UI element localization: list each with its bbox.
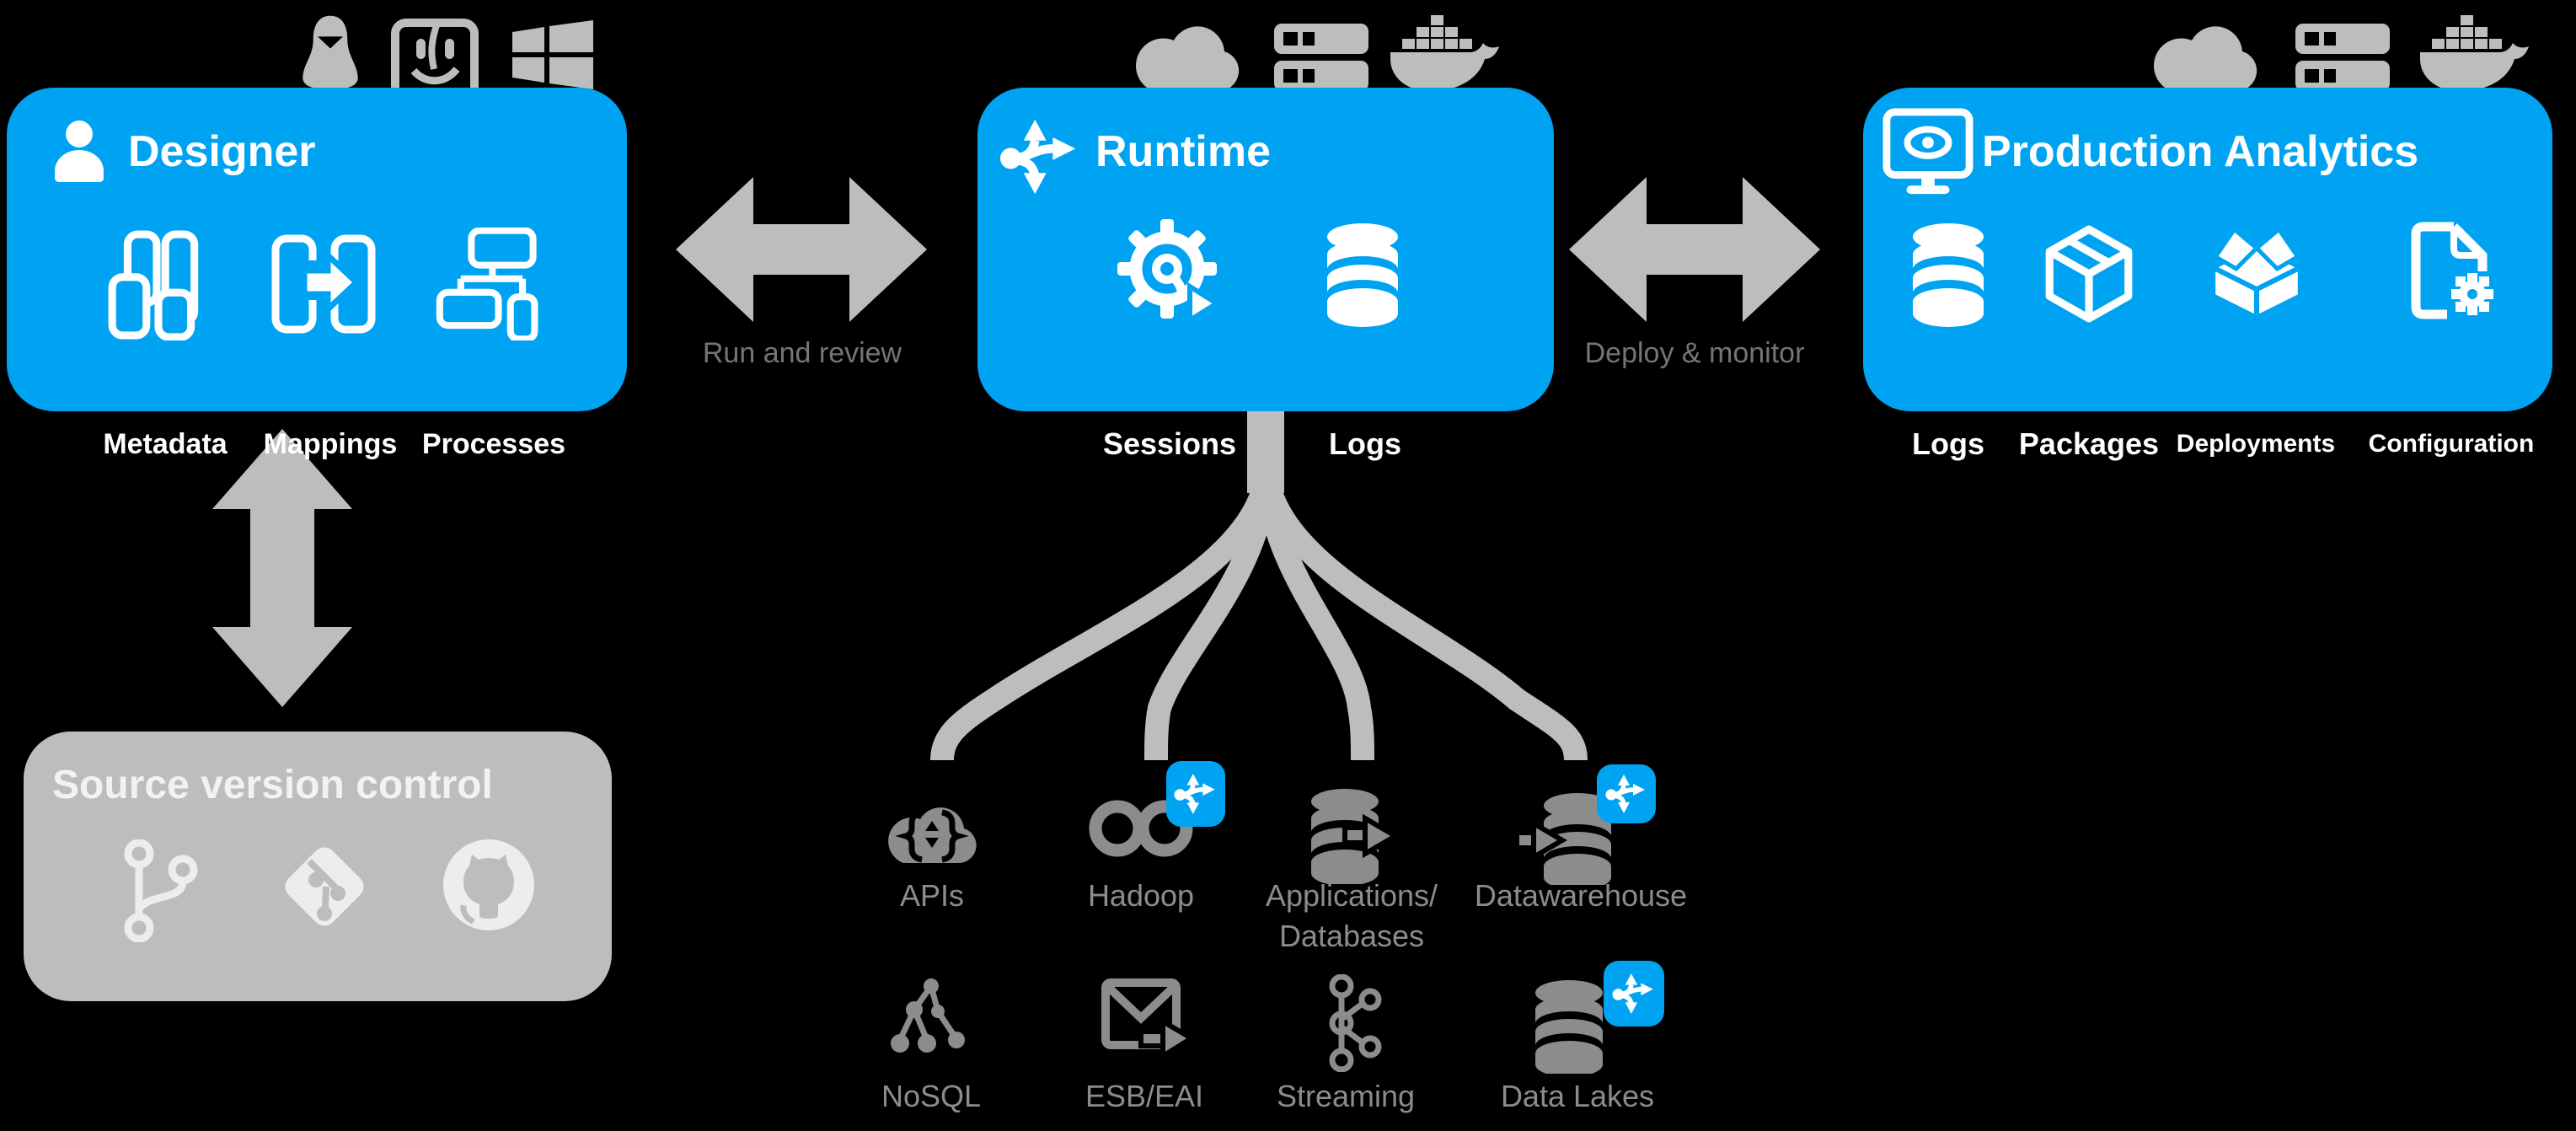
source-version-control-title: Source version control	[52, 763, 493, 807]
envelope-arrow-icon	[1101, 978, 1193, 1070]
datawarehouse-label: Datawarehouse	[1474, 878, 1688, 913]
designer-runtime-arrow	[676, 177, 927, 322]
runtime-panel: Runtime Session	[977, 88, 1554, 461]
database-icon	[1906, 222, 1990, 329]
cloud-icon	[2145, 24, 2265, 91]
package-cube-icon	[2040, 224, 2138, 327]
runtime-branch-icon	[1174, 774, 1215, 814]
database-icon	[1527, 979, 1611, 1074]
runtime-branch-icon	[1612, 973, 1653, 1014]
gear-play-icon	[1117, 219, 1229, 332]
macos-finder-icon	[391, 19, 479, 89]
runtime-title: Runtime	[1095, 127, 1271, 176]
cloud-icon	[1127, 24, 1247, 91]
user-icon	[47, 116, 111, 184]
monitor-eye-icon	[1882, 108, 1974, 199]
mappings-label: Mappings	[263, 428, 398, 460]
kafka-nodes-icon	[1306, 974, 1385, 1072]
runtime-badge	[1597, 764, 1656, 823]
deploy-and-monitor-label: Deploy & monitor	[1584, 337, 1805, 369]
docker-whale-icon	[2417, 15, 2530, 93]
metadata-label: Metadata	[103, 428, 228, 460]
server-rack-icon	[2294, 22, 2391, 93]
infinity-icon	[1089, 797, 1193, 860]
runtime-sources-connectors	[885, 405, 1643, 775]
data-lakes-label: Data Lakes	[1500, 1079, 1655, 1113]
cloud-braces-icon	[881, 791, 983, 863]
source-version-control-panel: Source version control	[24, 732, 612, 1001]
designer-panel: Designer Metadata Mappings	[7, 88, 627, 460]
github-octocat-icon	[440, 836, 538, 934]
git-branch-icon	[119, 839, 203, 942]
document-gear-icon	[2405, 221, 2498, 327]
designer-title: Designer	[128, 127, 316, 176]
database-arrow-in-icon	[1515, 792, 1618, 885]
runtime-branch-icon	[998, 116, 1082, 197]
applications-databases-label-line2: Databases	[1278, 919, 1425, 953]
mapping-tables-arrow-icon	[269, 231, 378, 337]
pa-logs-label: Logs	[1912, 426, 1984, 461]
runtime-badge	[1604, 961, 1664, 1026]
designer-svc-arrow	[212, 429, 352, 707]
processes-label: Processes	[421, 428, 566, 460]
runtime-branch-icon	[1605, 775, 1645, 813]
windows-icon	[509, 19, 597, 89]
nosql-label: NoSQL	[881, 1079, 982, 1113]
production-analytics-panel: Production Analytics Logs Packages	[1863, 88, 2552, 461]
hadoop-label: Hadoop	[1087, 878, 1195, 913]
deployments-label: Deployments	[2176, 430, 2336, 458]
process-flowchart-icon	[432, 228, 544, 340]
server-rack-icon	[1272, 22, 1370, 93]
runtime-analytics-arrow	[1569, 177, 1820, 322]
production-analytics-title: Production Analytics	[1982, 127, 2419, 176]
applications-databases-label-line1: Applications/	[1265, 878, 1438, 913]
apis-label: APIs	[899, 878, 965, 913]
packages-label: Packages	[2018, 426, 2160, 461]
database-icon	[1320, 222, 1405, 329]
run-and-review-label: Run and review	[702, 337, 902, 369]
database-arrow-out-icon	[1304, 788, 1399, 884]
sessions-label: Sessions	[1102, 426, 1237, 461]
git-logo-icon	[277, 839, 372, 934]
docker-whale-icon	[1387, 15, 1500, 93]
esb-eai-label: ESB/EAI	[1084, 1079, 1204, 1113]
logs-label: Logs	[1329, 426, 1401, 461]
runtime-badge	[1166, 761, 1225, 827]
streaming-label: Streaming	[1276, 1079, 1416, 1113]
linux-icon	[293, 13, 367, 89]
metadata-columns-icon	[104, 229, 213, 340]
node-tree-icon	[887, 976, 975, 1070]
configuration-label: Configuration	[2368, 430, 2535, 458]
open-box-icon	[2205, 224, 2308, 327]
